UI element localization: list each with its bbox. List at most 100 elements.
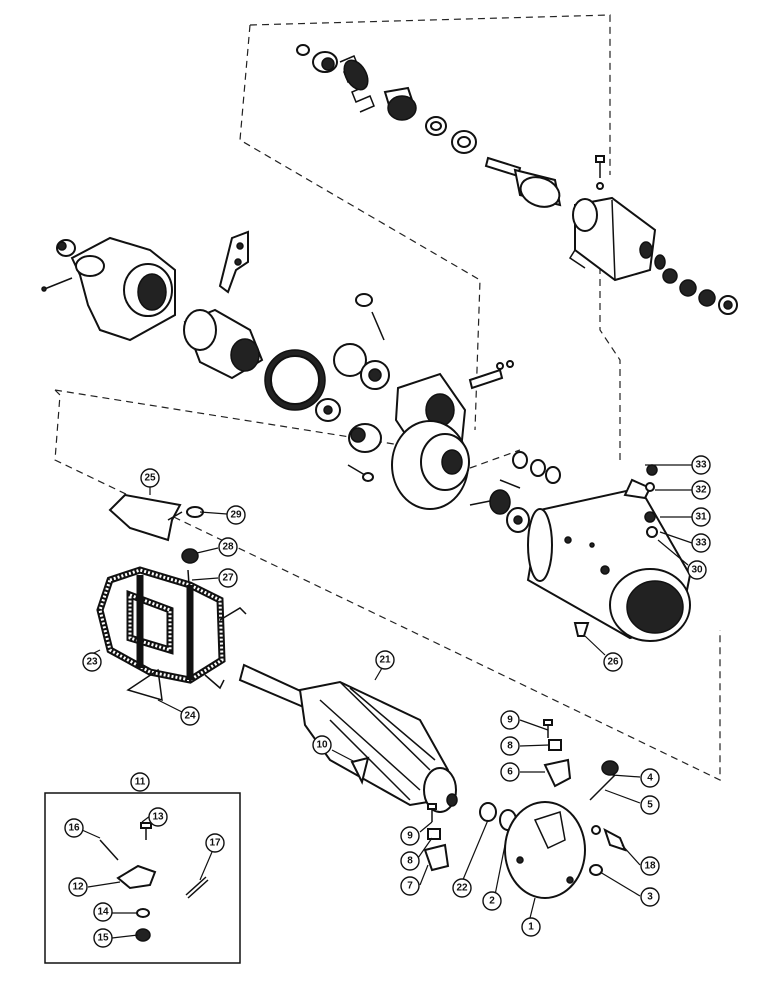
insulator <box>126 668 163 702</box>
commutator-end-plate <box>504 801 586 899</box>
callout-label: 17 <box>209 838 221 849</box>
callout-4: 4 <box>640 768 660 788</box>
callout-8-upper: 8 <box>500 736 520 756</box>
drive-end-housing <box>70 236 176 342</box>
commutator-end-key <box>350 756 370 785</box>
callout-label: 23 <box>86 657 98 668</box>
callout-label: 8 <box>407 856 413 867</box>
callout-label: 31 <box>695 512 707 523</box>
housing-sleeve <box>348 423 382 453</box>
callout-3: 3 <box>640 887 660 907</box>
leader-lines <box>81 464 693 939</box>
callout-24: 24 <box>180 706 200 726</box>
terminal-hardware <box>662 268 738 315</box>
pivot-pin <box>41 277 73 292</box>
frame-group-outline <box>54 389 721 781</box>
plunger-spring <box>339 55 375 113</box>
callout-label: 24 <box>184 711 196 722</box>
callout-10: 10 <box>312 735 332 755</box>
solenoid-switch <box>568 196 666 282</box>
callout-32: 32 <box>691 480 711 500</box>
plunger-cap <box>296 44 310 56</box>
callout-31: 31 <box>691 507 711 527</box>
drive-housing-bushing <box>56 239 76 257</box>
callout-label: 2 <box>489 896 495 907</box>
brush-screw <box>427 719 553 822</box>
brush-spring <box>185 876 209 899</box>
callout-label: 9 <box>507 715 513 726</box>
inset-nut <box>135 928 151 942</box>
brush-holder <box>116 864 157 890</box>
callout-label: 6 <box>507 767 513 778</box>
field-coils <box>96 566 247 690</box>
callout-28: 28 <box>218 537 238 557</box>
end-plate-stud <box>589 760 619 801</box>
callout-label: 11 <box>135 777 146 788</box>
callout-label: 1 <box>528 922 534 933</box>
callout-label: 29 <box>230 510 242 521</box>
callout-30: 30 <box>687 560 707 580</box>
contact-plunger <box>383 86 417 121</box>
drive-pinion <box>183 308 264 380</box>
callout-17: 17 <box>205 833 225 853</box>
callout-label: 16 <box>68 823 80 834</box>
callout-9-upper: 9 <box>500 710 520 730</box>
callout-label: 14 <box>97 907 109 918</box>
callout-label: 3 <box>647 892 653 903</box>
motor-frame <box>526 486 692 642</box>
inset-screw <box>140 822 152 840</box>
callout-label: 30 <box>691 565 703 576</box>
callout-label: 10 <box>316 740 328 751</box>
frame-small-washers <box>512 451 561 484</box>
inset-washer <box>136 908 150 918</box>
callout-label: 5 <box>647 800 653 811</box>
callout-18: 18 <box>640 856 660 876</box>
callout-23: 23 <box>82 652 102 672</box>
callout-5: 5 <box>640 795 660 815</box>
callout-1: 1 <box>521 917 541 937</box>
callout-21: 21 <box>375 650 395 670</box>
intermediate-bearing <box>333 343 390 390</box>
callout-9-lower: 9 <box>400 826 420 846</box>
contact-washer-1 <box>425 116 447 136</box>
callout-27: 27 <box>218 568 238 588</box>
contact-washer-2 <box>451 130 477 154</box>
callout-label: 33 <box>695 538 707 549</box>
callout-label: 25 <box>144 473 156 484</box>
bearing-washers <box>489 489 530 533</box>
callout-25: 25 <box>140 468 160 488</box>
brush-plate-washer <box>479 802 497 822</box>
callout-label: 27 <box>222 573 234 584</box>
end-plate-bolt <box>591 825 627 852</box>
callout-label: 8 <box>507 741 513 752</box>
inset-pin <box>99 839 119 861</box>
brush-upper <box>543 739 572 788</box>
callout-label: 15 <box>97 933 109 944</box>
callout-22: 22 <box>452 878 472 898</box>
solenoid-screw <box>595 155 605 190</box>
callout-label: 7 <box>407 881 413 892</box>
shift-lever <box>218 230 249 294</box>
frame-screw <box>573 622 590 637</box>
drive-housing-gasket <box>264 349 326 411</box>
callout-label: 18 <box>644 861 656 872</box>
pole-shoe <box>108 493 183 542</box>
solenoid-group-outline <box>239 14 611 431</box>
callout-label: 33 <box>695 460 707 471</box>
field-terminal-nut <box>181 548 199 564</box>
callout-29: 29 <box>226 505 246 525</box>
callout-33-upper: 33 <box>691 455 711 475</box>
callout-label: 26 <box>607 657 619 668</box>
terminal-bracket <box>623 464 658 538</box>
callout-label: 12 <box>72 882 84 893</box>
callout-2: 2 <box>482 891 502 911</box>
callout-label: 28 <box>222 542 234 553</box>
callout-12: 12 <box>68 877 88 897</box>
plunger-cup <box>312 51 338 73</box>
callout-label: 21 <box>379 655 391 666</box>
end-plate-ring <box>589 864 603 876</box>
callout-11: 11 <box>130 772 150 792</box>
thrust-washer <box>315 398 341 422</box>
callout-15: 15 <box>93 928 113 948</box>
